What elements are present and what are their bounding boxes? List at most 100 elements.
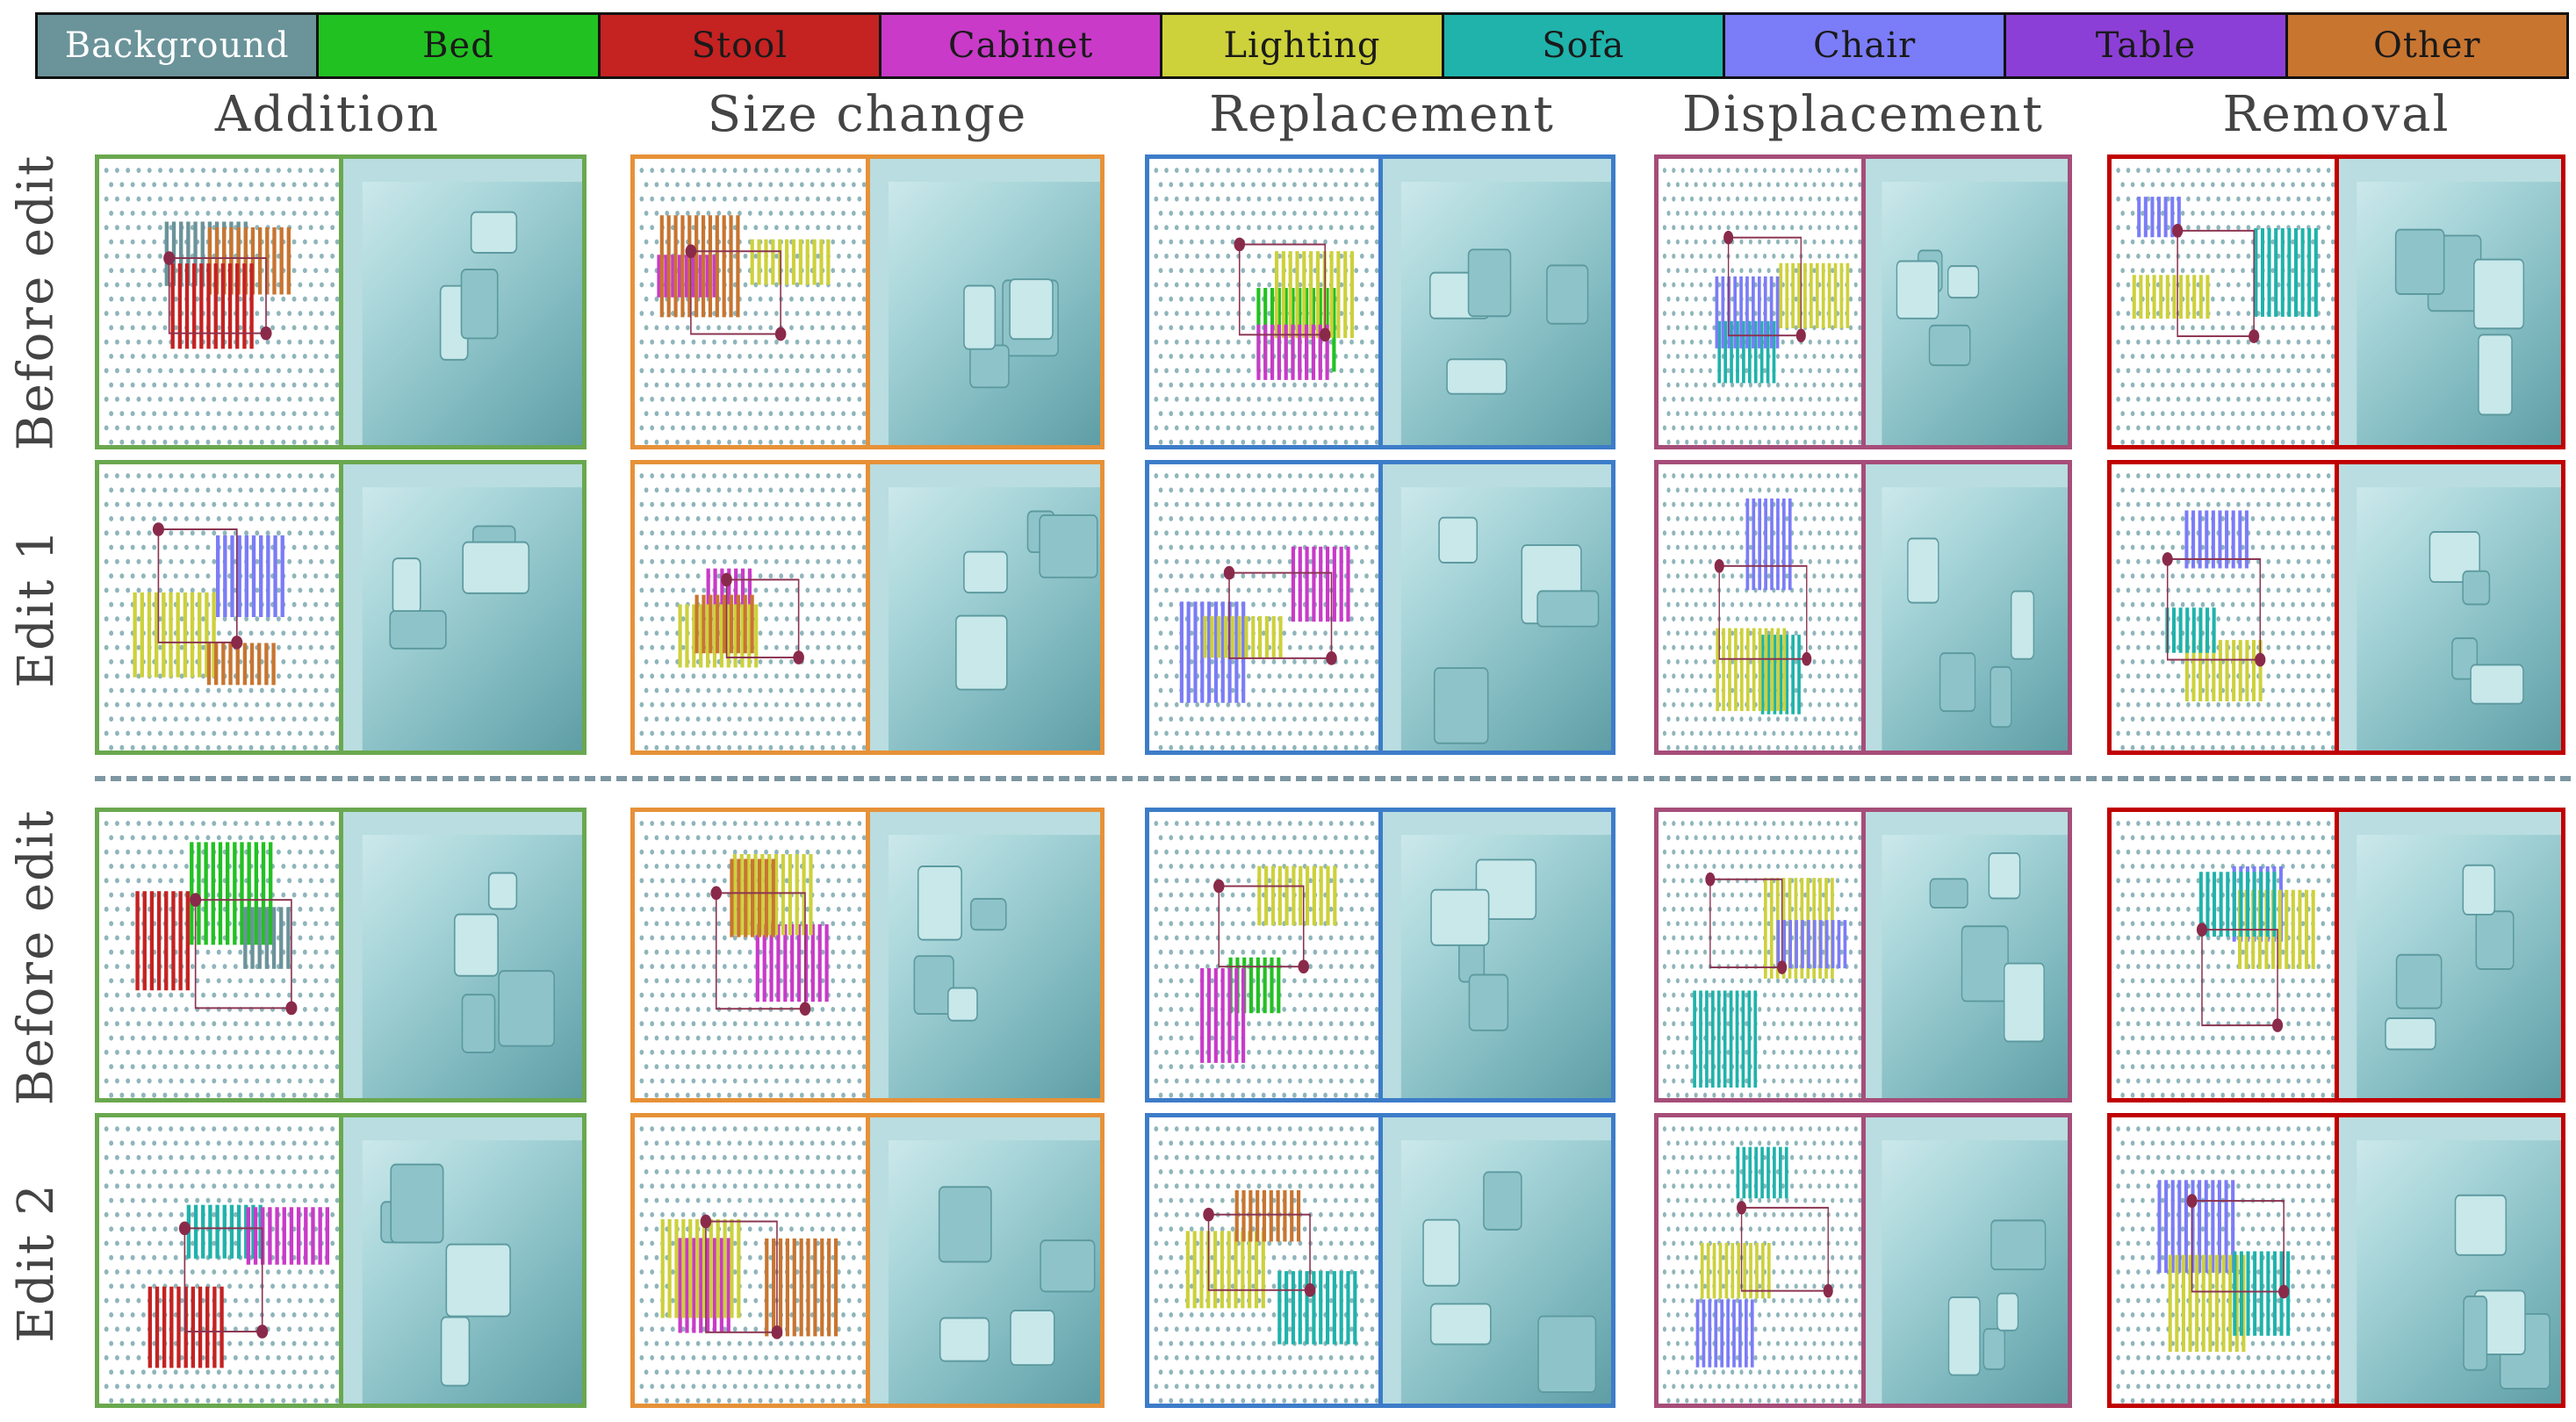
mesh-render-view: [342, 159, 582, 445]
mesh-scene-graphic: [342, 159, 582, 445]
voxel-view: [99, 812, 343, 1098]
mesh-scene-graphic: [2338, 812, 2561, 1098]
legend-item-bed: Bed: [319, 15, 601, 76]
voxel-view: [1659, 812, 1866, 1098]
panel-displacement-row-3: [1654, 808, 2072, 1102]
mesh-render-view: [1382, 812, 1611, 1098]
voxel-grid-graphic: [1662, 168, 1861, 445]
mesh-render-view: [2338, 812, 2561, 1098]
panel-replacement-row-2: [1145, 460, 1615, 755]
mesh-render-view: [2338, 1117, 2561, 1404]
mesh-scene-graphic: [1382, 159, 1611, 445]
panel-addition-row-1: [95, 154, 586, 449]
mesh-scene-graphic: [2338, 159, 2561, 445]
mesh-render-view: [342, 464, 582, 750]
voxel-grid-graphic: [104, 473, 339, 750]
mesh-render-view: [2338, 159, 2561, 445]
column-header-displacement: Displacement: [1681, 86, 2044, 143]
mesh-render-view: [869, 464, 1100, 750]
legend-item-chair: Chair: [1724, 15, 2007, 76]
column-header-addition: Addition: [214, 86, 441, 143]
voxel-view: [1659, 1117, 1866, 1404]
voxel-grid-graphic: [639, 821, 866, 1098]
voxel-grid-graphic: [2116, 473, 2335, 750]
mesh-render-view: [869, 812, 1100, 1098]
voxel-view: [2112, 159, 2339, 445]
panel-replacement-row-4: [1145, 1113, 1615, 1408]
legend-item-background: Background: [38, 15, 320, 76]
mesh-scene-graphic: [869, 159, 1100, 445]
mesh-scene-graphic: [869, 1117, 1100, 1404]
panel-removal-row-2: [2107, 460, 2565, 755]
voxel-grid-graphic: [639, 473, 866, 750]
mesh-scene-graphic: [869, 812, 1100, 1098]
panel-replacement-row-3: [1145, 808, 1615, 1102]
mesh-render-view: [1865, 812, 2068, 1098]
voxel-grid-graphic: [1154, 168, 1378, 445]
voxel-grid-graphic: [639, 168, 866, 445]
voxel-grid-graphic: [2116, 1126, 2335, 1404]
panel-displacement-row-2: [1654, 460, 2072, 755]
mesh-render-view: [2338, 464, 2561, 750]
voxel-view: [99, 159, 343, 445]
panel-displacement-row-1: [1654, 154, 2072, 449]
voxel-grid-graphic: [1154, 821, 1378, 1098]
mesh-scene-graphic: [1865, 464, 2068, 750]
voxel-view: [1149, 812, 1383, 1098]
voxel-view: [635, 159, 870, 445]
voxel-view: [2112, 1117, 2339, 1404]
mesh-render-view: [1382, 159, 1611, 445]
voxel-grid-graphic: [639, 1126, 866, 1404]
section-divider: [95, 776, 2571, 781]
mesh-scene-graphic: [1382, 464, 1611, 750]
voxel-grid-graphic: [1662, 821, 1861, 1098]
mesh-render-view: [342, 1117, 582, 1404]
mesh-scene-graphic: [1382, 1117, 1611, 1404]
voxel-view: [635, 464, 870, 750]
panel-size-change-row-2: [630, 460, 1105, 755]
mesh-render-view: [869, 1117, 1100, 1404]
voxel-grid-graphic: [1154, 1126, 1378, 1404]
column-header-size-change: Size change: [707, 86, 1028, 143]
legend-item-other: Other: [2287, 15, 2566, 76]
voxel-view: [1149, 1117, 1383, 1404]
voxel-view: [99, 464, 343, 750]
voxel-view: [1149, 159, 1383, 445]
voxel-grid-graphic: [2116, 821, 2335, 1098]
mesh-render-view: [869, 159, 1100, 445]
mesh-scene-graphic: [2338, 1117, 2561, 1404]
mesh-render-view: [1865, 159, 2068, 445]
mesh-scene-graphic: [1865, 159, 2068, 445]
column-header-removal: Removal: [2222, 86, 2450, 143]
legend-item-table: Table: [2006, 15, 2288, 76]
voxel-view: [1659, 159, 1866, 445]
legend-item-stool: Stool: [600, 15, 881, 76]
voxel-grid-graphic: [104, 821, 339, 1098]
voxel-view: [2112, 464, 2339, 750]
panel-size-change-row-3: [630, 808, 1105, 1102]
voxel-view: [635, 812, 870, 1098]
mesh-scene-graphic: [1382, 812, 1611, 1098]
row-label-edit-1: Edit 1: [7, 527, 65, 688]
legend-item-lighting: Lighting: [1162, 15, 1444, 76]
mesh-scene-graphic: [342, 464, 582, 750]
panel-addition-row-2: [95, 460, 586, 755]
panel-size-change-row-4: [630, 1113, 1105, 1408]
panel-addition-row-4: [95, 1113, 586, 1408]
voxel-grid-graphic: [1154, 473, 1378, 750]
mesh-render-view: [1382, 1117, 1611, 1404]
voxel-grid-graphic: [2116, 168, 2335, 445]
mesh-scene-graphic: [2338, 464, 2561, 750]
mesh-render-view: [1865, 464, 2068, 750]
voxel-grid-graphic: [104, 168, 339, 445]
mesh-scene-graphic: [342, 1117, 582, 1404]
mesh-render-view: [1382, 464, 1611, 750]
voxel-grid-graphic: [1662, 1126, 1861, 1404]
panel-removal-row-1: [2107, 154, 2565, 449]
mesh-render-view: [342, 812, 582, 1098]
voxel-view: [1149, 464, 1383, 750]
panel-size-change-row-1: [630, 154, 1105, 449]
mesh-scene-graphic: [1865, 1117, 2068, 1404]
panel-addition-row-3: [95, 808, 586, 1102]
